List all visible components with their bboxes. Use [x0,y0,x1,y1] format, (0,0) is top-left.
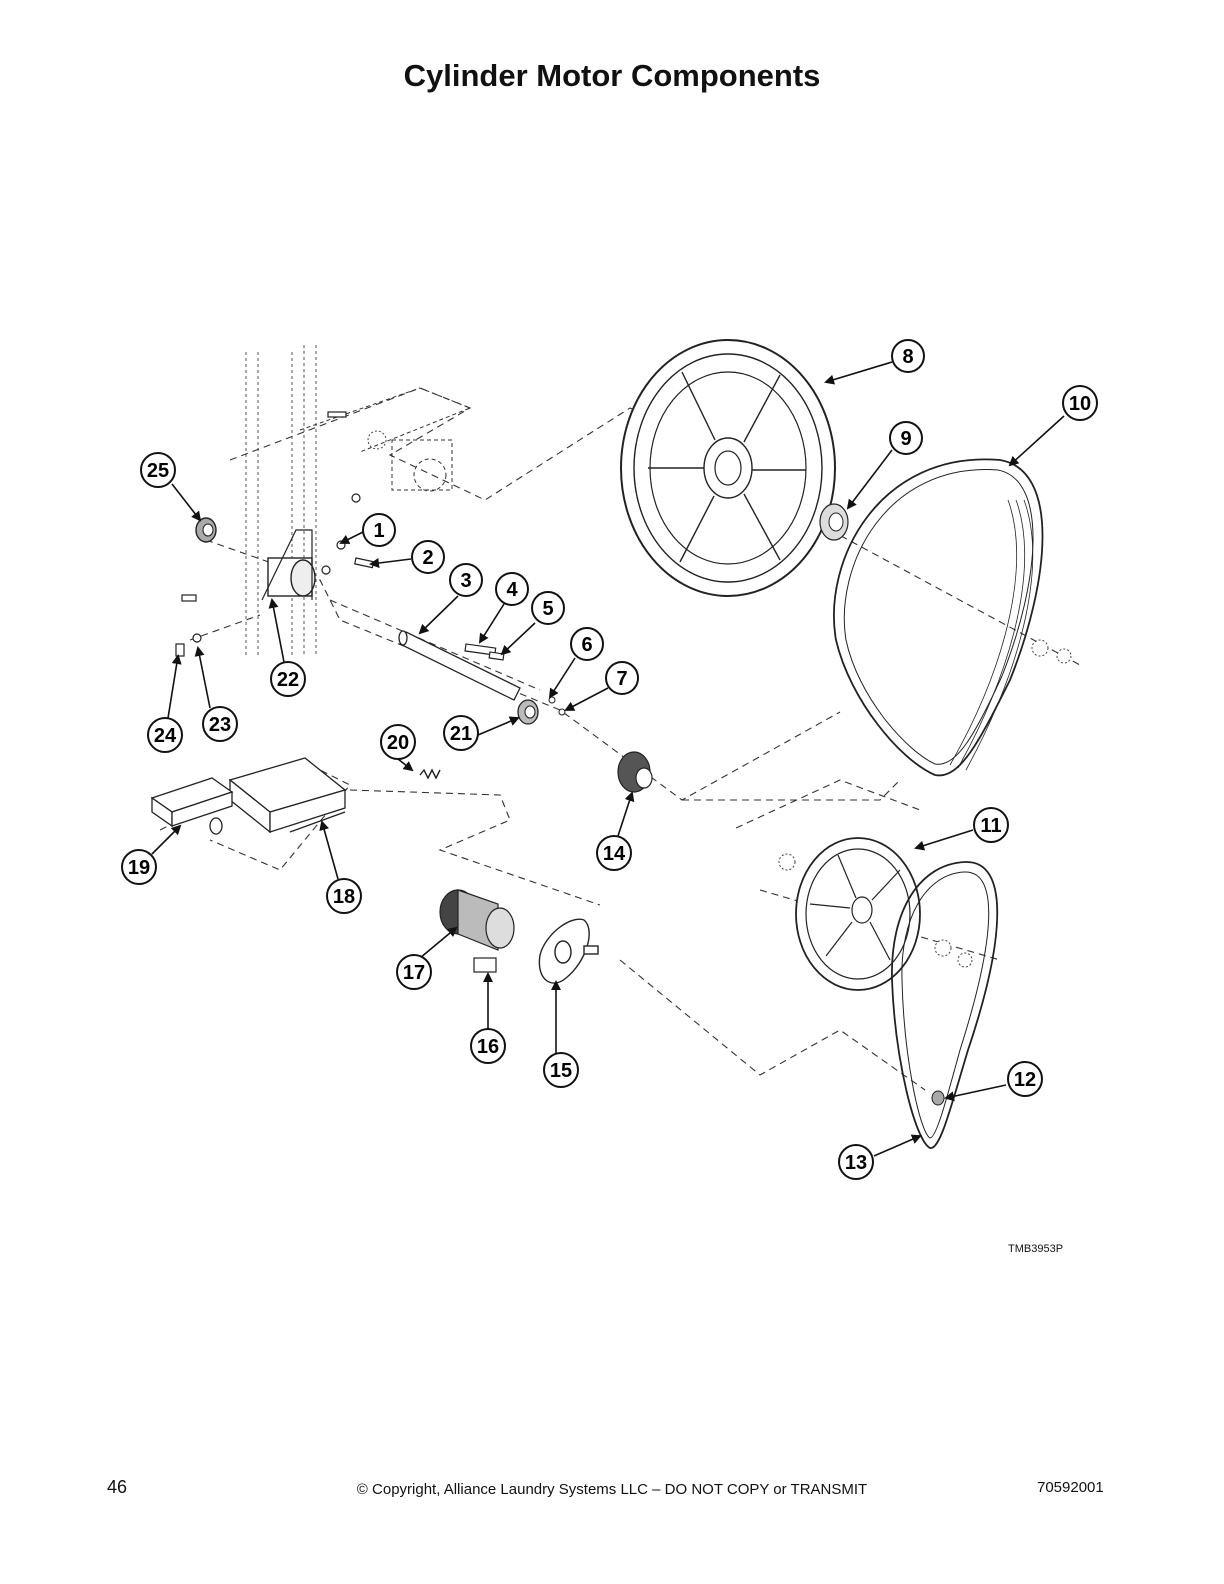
callout-18: 18 [326,878,362,914]
callout-19: 19 [121,849,157,885]
svg-text:19: 19 [128,857,150,879]
document-number: 70592001 [1037,1479,1104,1496]
callout-1: 1 [362,513,396,547]
belt-guard-bolt [931,1090,945,1106]
svg-text:4: 4 [506,579,518,601]
svg-text:12: 12 [1014,1069,1036,1091]
copyright-notice: © Copyright, Alliance Laundry Systems LL… [356,1481,868,1498]
svg-text:22: 22 [277,669,299,691]
callout-23: 23 [202,706,238,742]
svg-text:1: 1 [373,520,384,542]
svg-text:17: 17 [403,962,425,984]
svg-text:23: 23 [209,714,231,736]
shaft-keys [464,643,505,661]
cylinder-pulley [620,339,836,597]
motor-base-plate [228,757,347,834]
callout-4: 4 [495,572,529,606]
svg-text:16: 16 [477,1036,499,1058]
callout-25: 25 [140,452,176,488]
callout-9: 9 [889,421,923,455]
callout-11: 11 [973,807,1009,843]
motor-adapter-plate [538,918,599,984]
fastener-group [367,430,1072,968]
cylinder-belt [833,458,1044,777]
shaft [398,630,521,701]
callout-16: 16 [470,1028,506,1064]
drive-motor [439,889,515,973]
shaft-collar [517,696,566,725]
svg-text:9: 9 [900,428,911,450]
frame-member [245,345,317,655]
callout-8: 8 [891,339,925,373]
callout-2: 2 [411,540,445,574]
svg-text:10: 10 [1069,393,1091,415]
page-title: Cylinder Motor Components [403,58,821,93]
callout-3: 3 [449,563,483,597]
bearing [195,517,217,543]
svg-text:3: 3 [460,570,471,592]
callout-7: 7 [605,661,639,695]
drawing-code: TMB3953P [1008,1243,1064,1255]
svg-text:2: 2 [422,547,433,569]
callout-21: 21 [443,715,479,751]
callout-14: 14 [596,835,632,871]
svg-text:24: 24 [154,725,177,747]
motor-pulley [617,751,653,793]
svg-text:8: 8 [902,346,913,368]
svg-text:7: 7 [616,668,627,690]
svg-text:18: 18 [333,886,355,908]
callout-20: 20 [380,724,416,760]
callout-15: 15 [543,1052,579,1088]
tension-spring [419,768,441,780]
hardware-fasteners [175,411,375,657]
idler-pulley [795,837,921,991]
motor-belt [891,861,999,1149]
svg-text:20: 20 [387,732,409,754]
page-number: 46 [107,1477,128,1497]
bearing-housing [261,529,316,601]
svg-text:14: 14 [603,843,626,865]
svg-text:6: 6 [581,634,592,656]
leader-lines [151,361,1065,1157]
pulley-hub [819,503,849,541]
callout-balloons: 1 2 3 4 5 6 7 8 9 10 11 12 13 14 15 16 1… [121,339,1098,1180]
svg-text:21: 21 [450,723,472,745]
callout-22: 22 [270,661,306,697]
svg-text:11: 11 [980,815,1001,837]
callout-6: 6 [570,627,604,661]
callout-5: 5 [531,591,565,625]
svg-text:25: 25 [147,460,169,482]
svg-text:13: 13 [845,1152,867,1174]
svg-text:5: 5 [542,598,553,620]
motor-mount-plate [299,387,472,492]
svg-text:15: 15 [550,1060,572,1082]
callout-24: 24 [147,717,183,753]
slide-bracket [150,777,234,835]
callout-10: 10 [1062,385,1098,421]
callout-13: 13 [838,1144,874,1180]
assembly-lines [159,387,1081,1091]
callout-12: 12 [1007,1061,1043,1097]
callout-17: 17 [396,954,432,990]
